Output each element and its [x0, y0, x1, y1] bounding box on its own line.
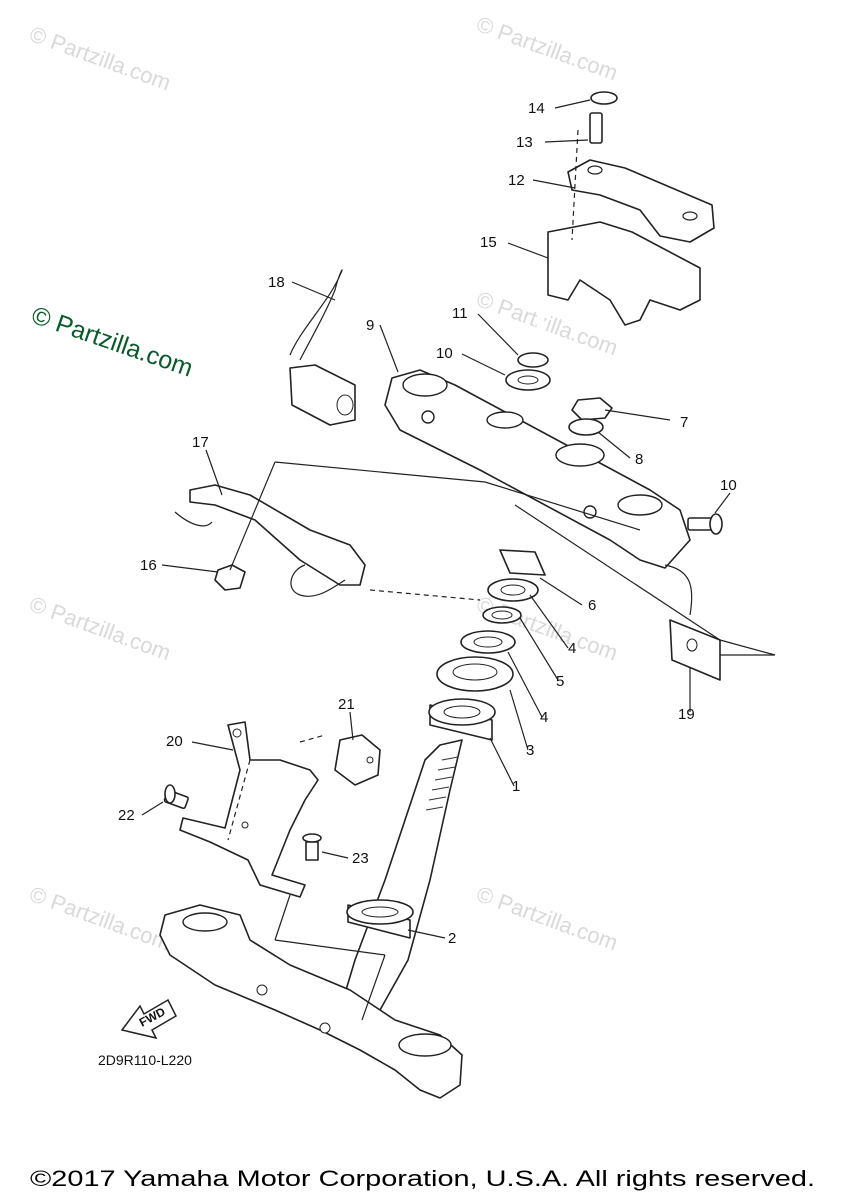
watermark-text: © Partzilla.com	[473, 591, 621, 665]
mount-bracket-part	[179, 721, 319, 898]
callout-4b: 4	[540, 709, 548, 726]
callout-labels: 14 13 12 15 18 11 10 9 7 8 10 17 16 6 4 …	[118, 100, 737, 947]
reference-lines	[227, 129, 641, 1021]
callout-10: 10	[720, 477, 737, 494]
callout-1: 1	[512, 778, 520, 795]
callout-11: 10	[436, 345, 453, 362]
harness-bracket-part	[174, 484, 366, 597]
fwd-arrow-icon: FWD	[120, 998, 177, 1040]
callout-5: 5	[556, 673, 564, 690]
watermark-text: © Partzilla.com	[26, 21, 174, 95]
callout-4a: 4	[568, 640, 576, 657]
callout-2: 2	[448, 930, 456, 947]
wire-clip-part	[289, 269, 356, 426]
side-bolt-part	[687, 513, 723, 535]
callout-24: 23	[352, 850, 369, 867]
watermark-text: © Partzilla.com	[473, 11, 621, 85]
callout-6: 6	[588, 597, 596, 614]
callout-22: 21	[338, 696, 355, 713]
lower-bearing-part	[346, 899, 414, 939]
upper-bracket-part	[384, 369, 691, 569]
copyright-notice: ©2017 Yamaha Motor Corporation, U.S.A. A…	[30, 1166, 815, 1191]
callout-18: 17	[192, 434, 209, 451]
lower-bracket-part	[159, 904, 463, 1099]
callout-9: 9	[366, 317, 374, 334]
clip-bracket-part	[334, 734, 381, 786]
callout-7: 7	[680, 414, 688, 431]
callout-14: 13	[516, 134, 533, 151]
partzilla-watermark: © Partzilla.com	[28, 301, 196, 382]
callout-3: 3	[526, 742, 534, 759]
cable-guide-part	[514, 504, 776, 681]
callout-19: 18	[268, 274, 285, 291]
watermark-text: © Partzilla.com	[26, 591, 174, 665]
callout-17: 16	[140, 557, 157, 574]
callout-23: 22	[118, 807, 135, 824]
callout-leaders	[141, 99, 731, 939]
drawing-code: 2D9R110-L220	[98, 1052, 192, 1068]
handlebar-holder-part	[534, 221, 701, 391]
bolt-23-part	[163, 784, 189, 810]
bearing-stack-part	[428, 549, 546, 741]
callout-20: 19	[678, 706, 695, 723]
watermark-text: © Partzilla.com	[26, 881, 174, 955]
callout-15: 14	[528, 100, 545, 117]
washer-stack-part	[505, 352, 613, 436]
bolt-part	[589, 91, 618, 144]
callout-12: 11	[452, 305, 468, 322]
watermark-text: © Partzilla.com	[473, 881, 621, 955]
bolt-24-part	[302, 833, 322, 861]
callout-16: 15	[480, 234, 497, 251]
watermark-text: © Partzilla.com	[473, 286, 621, 360]
callout-21: 20	[166, 733, 183, 750]
callout-13: 12	[508, 172, 525, 189]
callout-8: 8	[635, 451, 643, 468]
upper-holder-part	[567, 159, 715, 243]
